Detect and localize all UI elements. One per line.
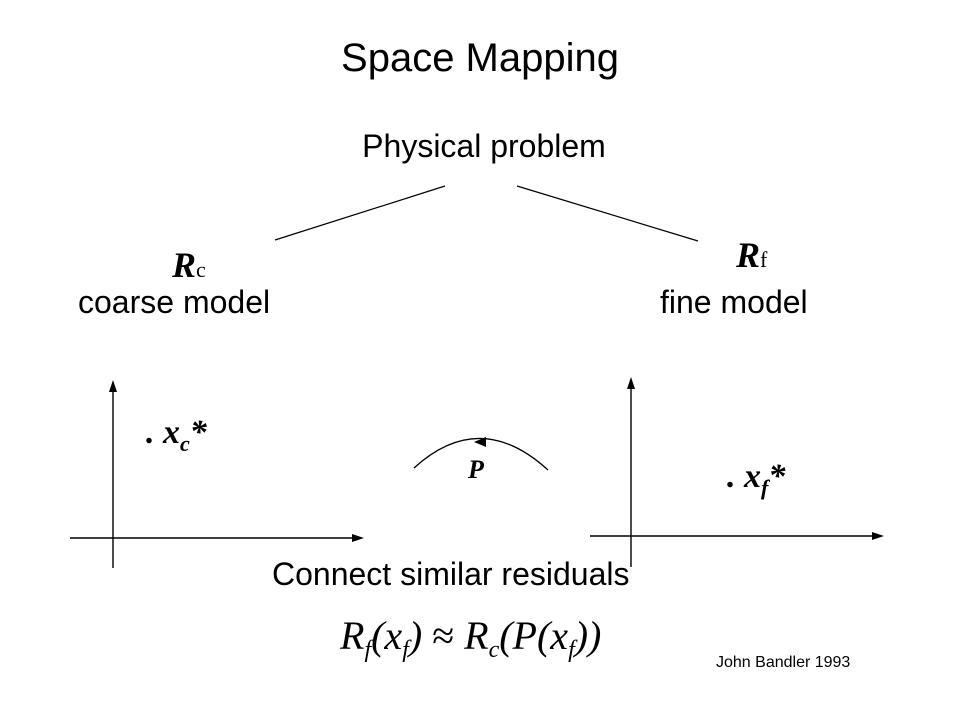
formula-close2: )) [574,613,602,658]
formula-approx: ≈ [422,613,465,658]
mapping-arc [413,437,549,471]
fine-symbol: Rf [736,234,767,276]
formula-rhs-arg-sub: f [568,637,575,663]
formula-lhs-arg-sub: f [402,637,409,663]
fine-point-star: * [768,458,786,495]
fine-model-label: fine model [660,284,808,320]
coarse-axes [70,380,364,568]
coarse-symbol-sub: c [196,257,206,282]
slide-title: Space Mapping [341,36,619,80]
fine-point-x: . x [727,458,761,495]
fine-axes [590,377,884,567]
formula-lhs: R [340,613,365,658]
fine-point-sub: f [761,474,769,500]
residual-formula: Rf(xf) ≈ Rc(P(xf)) [340,612,601,664]
fine-symbol-sub: f [760,247,768,272]
fine-optimum-point: . xf* [727,458,785,501]
formula-lhs-arg: (x [371,613,403,658]
formula-rhs-arg: (P(x [499,613,569,658]
coarse-symbol-r: R [172,245,197,285]
formula-rhs-sub: c [488,637,500,663]
mapping-label: P [468,455,484,484]
branch-to-coarse [274,185,446,241]
branch-to-fine [516,185,699,242]
coarse-point-star: * [189,414,207,451]
formula-lhs-sub: f [364,637,372,663]
coarse-point-x: . x [146,414,180,451]
coarse-model-label: coarse model [78,284,271,320]
formula-close1: ) [408,613,423,658]
coarse-symbol: Rc [172,244,206,286]
coarse-optimum-point: . xc* [146,414,207,457]
coarse-point-sub: c [180,430,190,456]
fine-symbol-r: R [736,235,761,275]
connect-text: Connect similar residuals [272,556,630,592]
formula-rhs: R [464,613,489,658]
physical-problem-label: Physical problem [362,128,606,164]
credit-text: John Bandler 1993 [716,654,851,671]
